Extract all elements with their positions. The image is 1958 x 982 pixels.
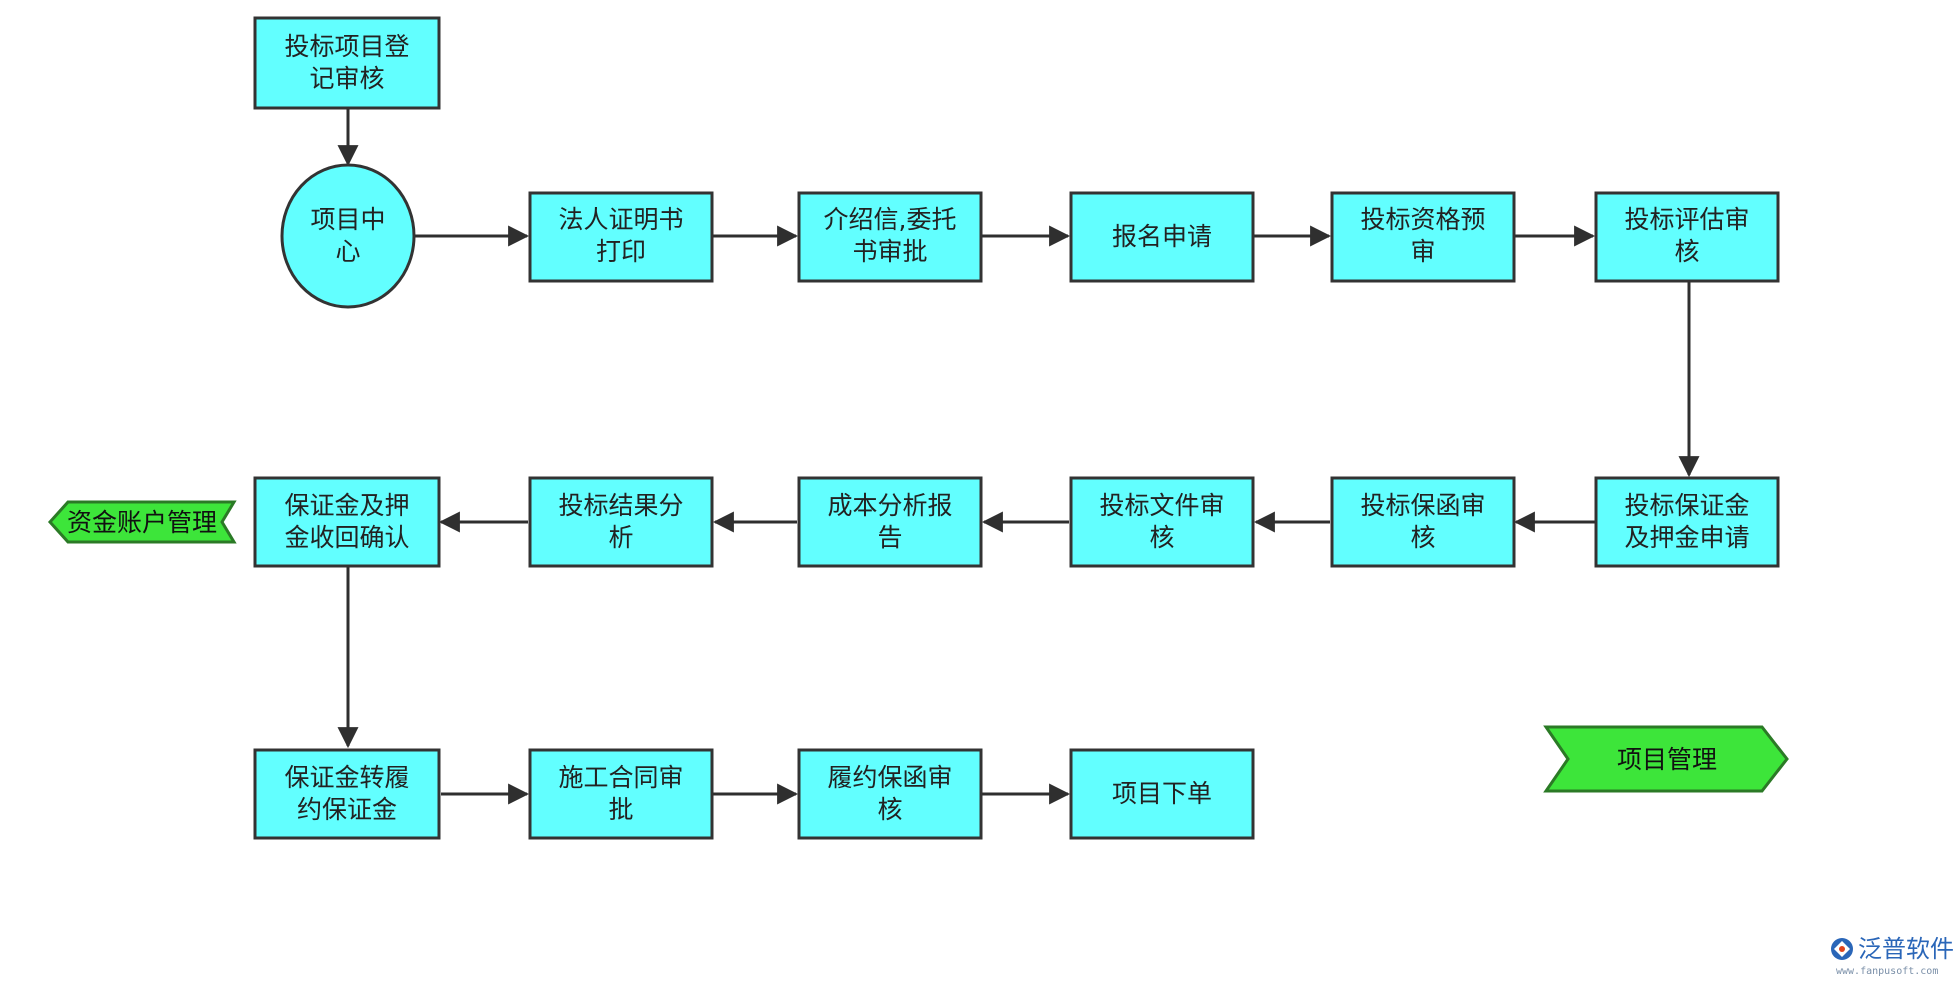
node-transfer-deposit-line-2: 约保证金 [297, 795, 397, 824]
node-refund-confirm-line-2: 金收回确认 [284, 523, 409, 552]
tag-fund-account-label: 资金账户管理 [67, 508, 217, 537]
tag-fund-account[interactable]: 资金账户管理 [47, 500, 237, 544]
node-cost-report: 成本分析报 告 [797, 476, 983, 568]
brand-logo-icon [1831, 938, 1853, 960]
node-contract-review-line-1: 施工合同审 [558, 763, 683, 792]
node-result-analysis-line-2: 析 [608, 523, 633, 552]
node-eval-review-line-2: 核 [1674, 237, 1699, 266]
node-sign-up: 报名申请 [1069, 191, 1255, 283]
edges [337, 108, 1700, 805]
node-contract-review-line-2: 批 [608, 795, 633, 824]
node-eval-review: 投标评估审 核 [1594, 191, 1780, 283]
node-result-analysis-line-1: 投标结果分 [558, 491, 683, 520]
node-result-analysis: 投标结果分 析 [528, 476, 714, 568]
node-transfer-deposit-line-1: 保证金转履 [284, 763, 409, 792]
node-eval-review-line-1: 投标评估审 [1624, 205, 1749, 234]
node-center-line-2: 心 [335, 237, 360, 266]
node-legal-cert: 法人证明书 打印 [528, 191, 714, 283]
tag-project-management-label: 项目管理 [1617, 745, 1717, 774]
node-transfer-deposit: 保证金转履 约保证金 [253, 748, 441, 840]
node-guarantee-review: 投标保函审 核 [1330, 476, 1516, 568]
node-contract-review: 施工合同审 批 [528, 748, 714, 840]
node-refund-confirm-line-1: 保证金及押 [284, 491, 409, 520]
node-center-line-1: 项目中 [310, 205, 385, 234]
node-guarantee-review-line-2: 核 [1410, 523, 1435, 552]
brand-url: www.fanpusoft.com [1836, 966, 1938, 977]
brand-watermark: 泛普软件 www.fanpusoft.com [1831, 935, 1954, 977]
node-perf-guarantee: 履约保函审 核 [797, 748, 983, 840]
tag-project-management[interactable]: 项目管理 [1543, 725, 1789, 793]
node-cost-report-line-1: 成本分析报 [827, 491, 952, 520]
node-order-line-1: 项目下单 [1112, 779, 1212, 808]
node-register-line-1: 投标项目登 [284, 32, 409, 61]
node-deposit-apply-line-1: 投标保证金 [1624, 491, 1749, 520]
node-intro-letter-line-1: 介绍信,委托 [824, 205, 957, 234]
node-cost-report-line-2: 告 [877, 523, 902, 552]
node-register: 投标项目登 记审核 [253, 16, 441, 110]
node-deposit-apply-line-2: 及押金申请 [1624, 523, 1749, 552]
node-sign-up-line-1: 报名申请 [1112, 222, 1212, 251]
node-perf-guarantee-line-2: 核 [877, 795, 902, 824]
node-doc-review-line-2: 核 [1149, 523, 1174, 552]
node-doc-review-line-1: 投标文件审 [1099, 491, 1224, 520]
node-order: 项目下单 [1069, 748, 1255, 840]
node-deposit-apply: 投标保证金 及押金申请 [1594, 476, 1780, 568]
node-refund-confirm: 保证金及押 金收回确认 [253, 476, 441, 568]
node-qual-precheck: 投标资格预 审 [1330, 191, 1516, 283]
node-perf-guarantee-line-1: 履约保函审 [827, 763, 952, 792]
node-qual-precheck-line-1: 投标资格预 [1360, 205, 1485, 234]
node-guarantee-review-line-1: 投标保函审 [1360, 491, 1485, 520]
node-doc-review: 投标文件审 核 [1069, 476, 1255, 568]
node-center: 项目中 心 [280, 163, 416, 309]
node-qual-precheck-line-2: 审 [1410, 237, 1435, 266]
node-legal-cert-line-1: 法人证明书 [558, 205, 683, 234]
node-intro-letter-line-2: 书审批 [852, 237, 927, 266]
node-register-line-2: 记审核 [309, 64, 384, 93]
brand-name: 泛普软件 [1858, 935, 1954, 963]
node-intro-letter: 介绍信,委托 书审批 [797, 191, 983, 283]
node-legal-cert-line-2: 打印 [596, 237, 646, 266]
